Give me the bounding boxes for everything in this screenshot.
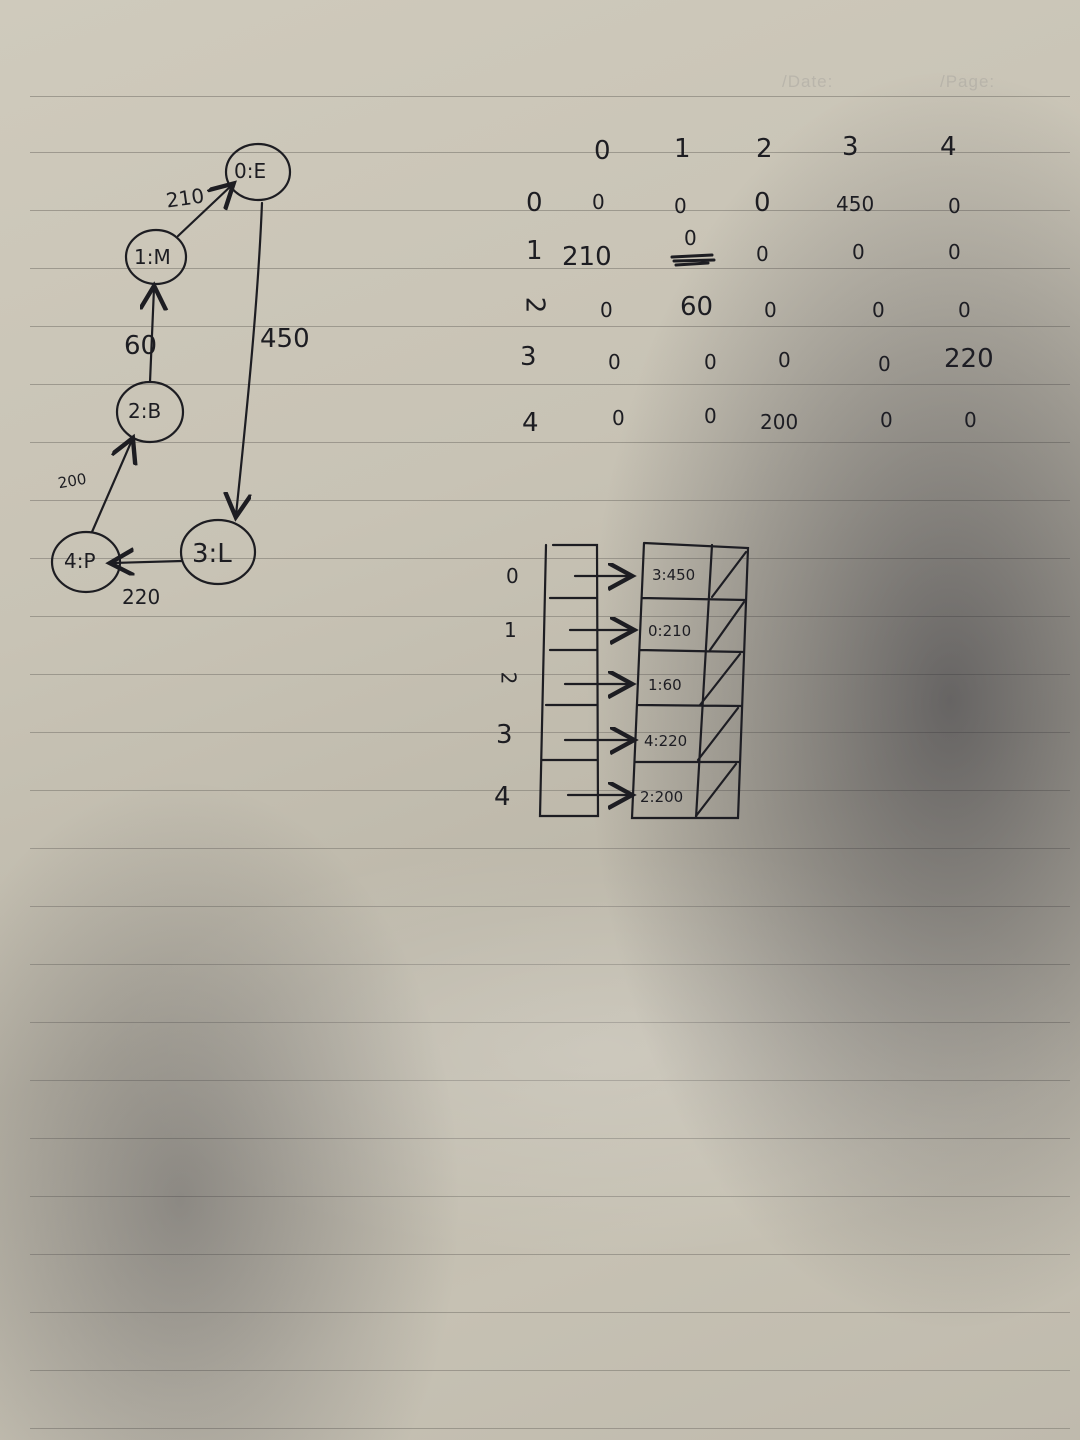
list-entry-4: 2:200 (640, 788, 684, 806)
matrix-cell-1-1: 0 (684, 226, 697, 250)
list-head-column (538, 543, 600, 818)
list-row-label-1: 1 (504, 618, 517, 642)
edge-0-3 (236, 201, 264, 515)
edge-weight-3-4: 220 (122, 585, 161, 609)
list-row-label-3: 3 (496, 720, 513, 750)
list-entry-3: 4:220 (644, 732, 688, 750)
matrix-row-header-0: 0 (526, 188, 543, 218)
matrix-row-header-2: 2 (519, 296, 550, 314)
matrix-row-header-4: 4 (522, 408, 539, 438)
list-entry-1: 0:210 (648, 622, 692, 640)
matrix-cell-3-0: 0 (608, 350, 621, 374)
matrix-cell-3-4: 220 (944, 344, 994, 374)
matrix-cell-3-3: 0 (878, 352, 891, 376)
matrix-col-header-0: 0 (594, 136, 611, 166)
edge-weight-0-3: 450 (260, 324, 310, 354)
list-row-label-2: 2 (496, 671, 521, 685)
matrix-cell-0-4: 0 (948, 194, 961, 218)
matrix-col-header-3: 3 (842, 132, 859, 162)
matrix-cell-3-2: 0 (778, 348, 791, 372)
matrix-cell-0-0: 0 (592, 190, 605, 214)
matrix-cell-2-4: 0 (958, 298, 971, 322)
matrix-cell-4-3: 0 (880, 408, 893, 432)
matrix-cell-1-4: 0 (948, 240, 961, 264)
matrix-cell-1-2: 0 (756, 242, 769, 266)
matrix-cell-3-1: 0 (704, 350, 717, 374)
matrix-col-header-4: 4 (940, 132, 957, 162)
matrix-cell-4-4: 0 (964, 408, 977, 432)
list-entry-0: 3:450 (652, 566, 696, 584)
matrix-cell-1-0: 210 (562, 242, 612, 272)
edge-4-2 (90, 440, 132, 534)
matrix-row-header-1: 1 (526, 236, 543, 266)
edge-3-4 (112, 561, 184, 563)
edge-weight-2-1: 60 (124, 331, 158, 361)
matrix-cell-0-2: 0 (754, 188, 771, 218)
node-label-4: 4:P (64, 549, 96, 573)
list-entry-2: 1:60 (648, 676, 682, 694)
matrix-cell-2-2: 0 (764, 298, 777, 322)
edge-weight-1-0: 210 (164, 183, 206, 213)
node-label-0: 0:E (234, 159, 267, 183)
matrix-cell-2-0: 0 (600, 298, 613, 322)
matrix-cell-4-1: 0 (704, 404, 717, 428)
matrix-cell-0-3: 450 (836, 192, 875, 216)
list-row-label-4: 4 (494, 782, 511, 812)
list-row-label-0: 0 (506, 564, 519, 588)
matrix-cell-0-1: 0 (674, 194, 687, 218)
matrix-cell-2-1: 60 (680, 292, 714, 322)
node-label-1: 1:M (134, 245, 171, 269)
scribble-mark (670, 253, 716, 267)
matrix-col-header-2: 2 (756, 134, 773, 164)
node-label-3: 3:L (192, 539, 232, 569)
matrix-cell-4-2: 200 (760, 410, 799, 434)
matrix-cell-1-3: 0 (852, 240, 865, 264)
matrix-row-header-3: 3 (520, 342, 537, 372)
node-label-2: 2:B (128, 399, 162, 423)
matrix-col-header-1: 1 (674, 134, 691, 164)
matrix-cell-2-3: 0 (872, 298, 885, 322)
matrix-cell-4-0: 0 (612, 406, 625, 430)
